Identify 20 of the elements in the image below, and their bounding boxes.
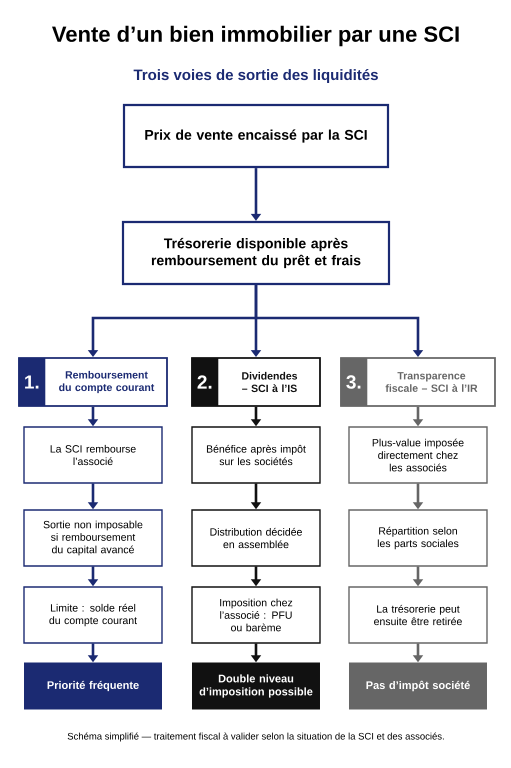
process-box: Prix de vente encaissé par la SCI xyxy=(122,104,390,168)
result-box: Pas d’impôt société xyxy=(349,662,487,710)
result-box: Double niveau d’imposition possible xyxy=(192,662,320,710)
step-box: Distribution décidée en assemblée xyxy=(191,509,321,567)
number-badge: 1. xyxy=(18,358,46,406)
number-badge: 2. xyxy=(191,358,218,406)
number-badge: 3. xyxy=(340,358,368,406)
step-box: Répartition selon les parts sociales xyxy=(348,509,488,567)
step-box: Bénéfice après impôt sur les sociétés xyxy=(191,426,321,484)
footnote: Schéma simplifié — traitement fiscal à valider selon la situation de la SCI et des associés. xyxy=(68,732,444,742)
step-box: Plus-value imposée directement chez les associés xyxy=(348,426,488,484)
step-box: Limite : solde réel du compte courant xyxy=(23,586,163,644)
process-box: Trésorerie disponible après remboursement du prêt et frais xyxy=(122,220,390,286)
step-box: Imposition chez l’associé : PFU ou barème xyxy=(191,586,321,644)
result-box: Priorité fréquente xyxy=(24,662,162,710)
step-box: La SCI rembourse l’associé xyxy=(23,426,163,484)
step-box: Sortie non imposable si remboursement du capital avancé xyxy=(23,509,163,567)
step-box: La trésorerie peut ensuite être retirée xyxy=(348,586,488,644)
subtitle: Trois voies de sortie des liquidités xyxy=(134,68,378,84)
title: Vente d’un bien immobilier par une SCI xyxy=(52,26,459,46)
